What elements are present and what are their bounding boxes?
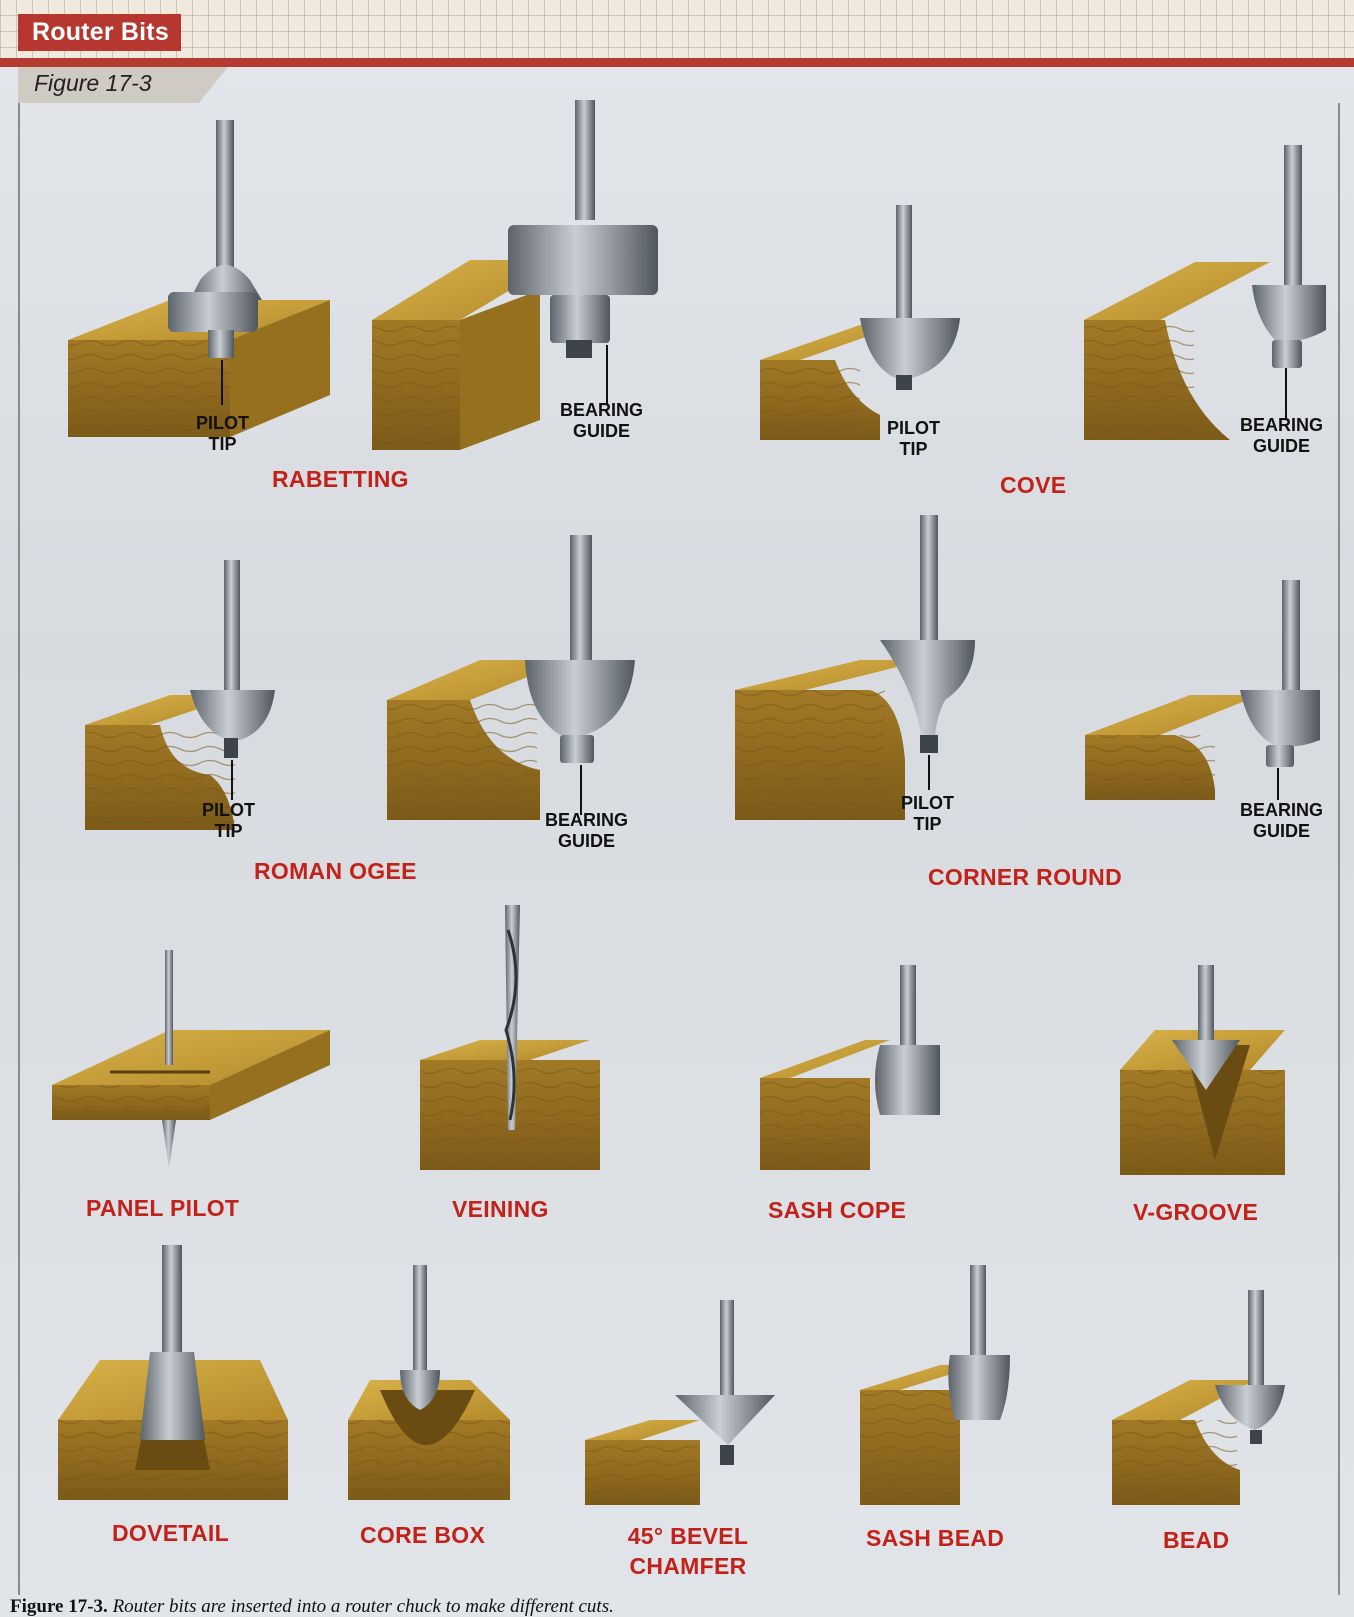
bevel-chamfer-illustration — [585, 1300, 775, 1505]
corner-round-bearing-illustration — [1085, 580, 1320, 800]
label-v-groove: V-GROOVE — [1133, 1199, 1259, 1225]
label-dovetail: DOVETAIL — [112, 1520, 229, 1546]
rabetting-illustration — [68, 120, 330, 437]
veining-illustration — [420, 905, 600, 1170]
label-core-box: CORE BOX — [360, 1522, 486, 1548]
label-sash-bead: SASH BEAD — [866, 1525, 1005, 1551]
corner-round-illustration — [735, 515, 975, 820]
header-rule — [0, 58, 1354, 67]
label-rabetting: RABETTING — [272, 466, 409, 492]
figure-label: Figure 17-3 — [34, 70, 152, 96]
sash-cope-illustration — [760, 965, 940, 1170]
panel-pilot-illustration — [52, 950, 330, 1168]
label-corner-round: CORNER ROUND — [928, 864, 1122, 890]
label-roman-ogee: ROMAN OGEE — [254, 858, 417, 884]
page-title: Router Bits — [18, 14, 181, 51]
label-bead: BEAD — [1163, 1527, 1230, 1553]
bearing-guide-illustration — [372, 100, 658, 450]
label-veining: VEINING — [452, 1196, 549, 1222]
cove-illustration — [760, 205, 960, 440]
label-panel-pilot: PANEL PILOT — [86, 1195, 240, 1221]
label-45-bevel-chamfer: 45° BEVEL CHAMFER — [627, 1523, 749, 1579]
cove-bearing-illustration — [1084, 145, 1326, 440]
dovetail-illustration — [58, 1245, 288, 1500]
caption-text: Router bits are inserted into a router c… — [112, 1596, 614, 1617]
roman-ogee-pilot-illustration — [85, 560, 275, 830]
v-groove-illustration — [1120, 965, 1285, 1175]
header-grid-band — [0, 0, 1354, 58]
roman-ogee-bearing-illustration — [387, 535, 635, 820]
label-cove: COVE — [1000, 472, 1067, 498]
core-box-illustration — [348, 1265, 510, 1500]
label-sash-cope: SASH COPE — [768, 1197, 907, 1223]
caption-figure-number: Figure 17-3. — [10, 1596, 108, 1617]
figure-frame — [18, 103, 1340, 1595]
figure-tab — [18, 67, 228, 103]
bead-illustration — [1112, 1290, 1285, 1505]
sash-bead-illustration — [860, 1265, 1010, 1505]
figure-caption: Figure 17-3. Router bits are inserted in… — [10, 1596, 614, 1617]
